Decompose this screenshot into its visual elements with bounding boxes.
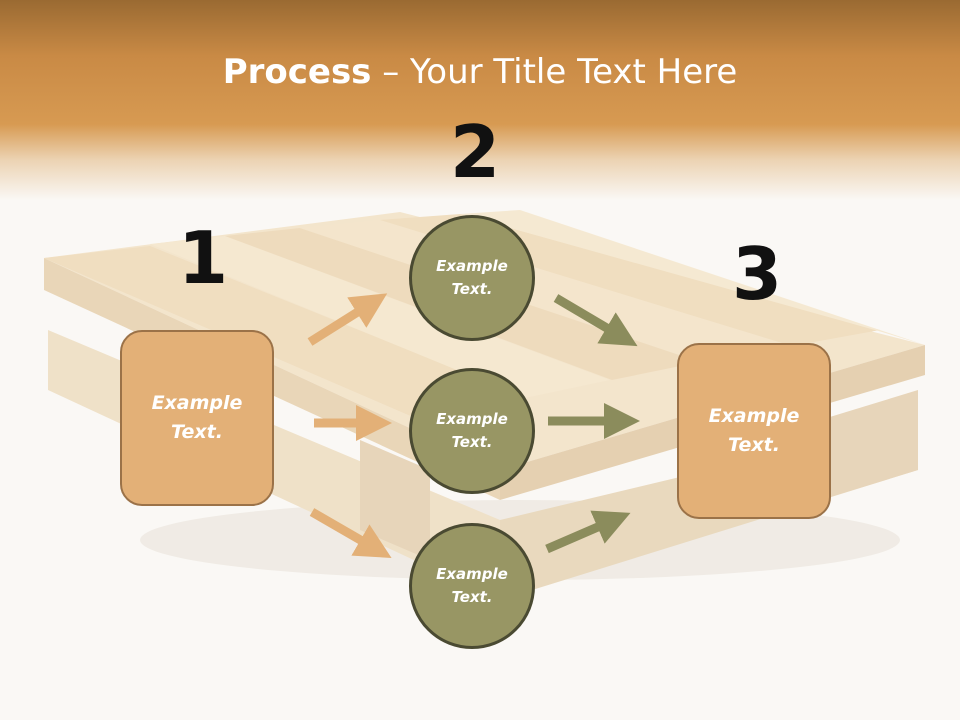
step-number-2: 2 [450,110,501,194]
circle-middle-text: Example Text. [436,409,508,451]
arrow-right-icon [307,293,388,346]
right-step-box: Example Text. [677,343,831,519]
slide-title: Process – Your Title Text Here [0,52,960,92]
step-number-1: 1 [178,216,229,300]
circle-bottom: Example Text. [409,523,535,649]
header-band [0,0,960,200]
step-number-3: 3 [732,232,783,316]
circle-top-text: Example Text. [436,256,508,298]
circle-middle: Example Text. [409,368,535,494]
arrow-right-icon [309,508,392,559]
circle-bottom-text: Example Text. [436,564,508,606]
left-step-box: Example Text. [120,330,274,506]
left-box-text: Example Text. [151,391,243,443]
title-rest: – Your Title Text Here [371,52,738,92]
arrow-right-icon [553,294,638,347]
title-bold: Process [222,52,372,92]
right-box-text: Example Text. [708,404,800,456]
circle-top: Example Text. [409,215,535,341]
arrow-right-icon [545,510,631,554]
